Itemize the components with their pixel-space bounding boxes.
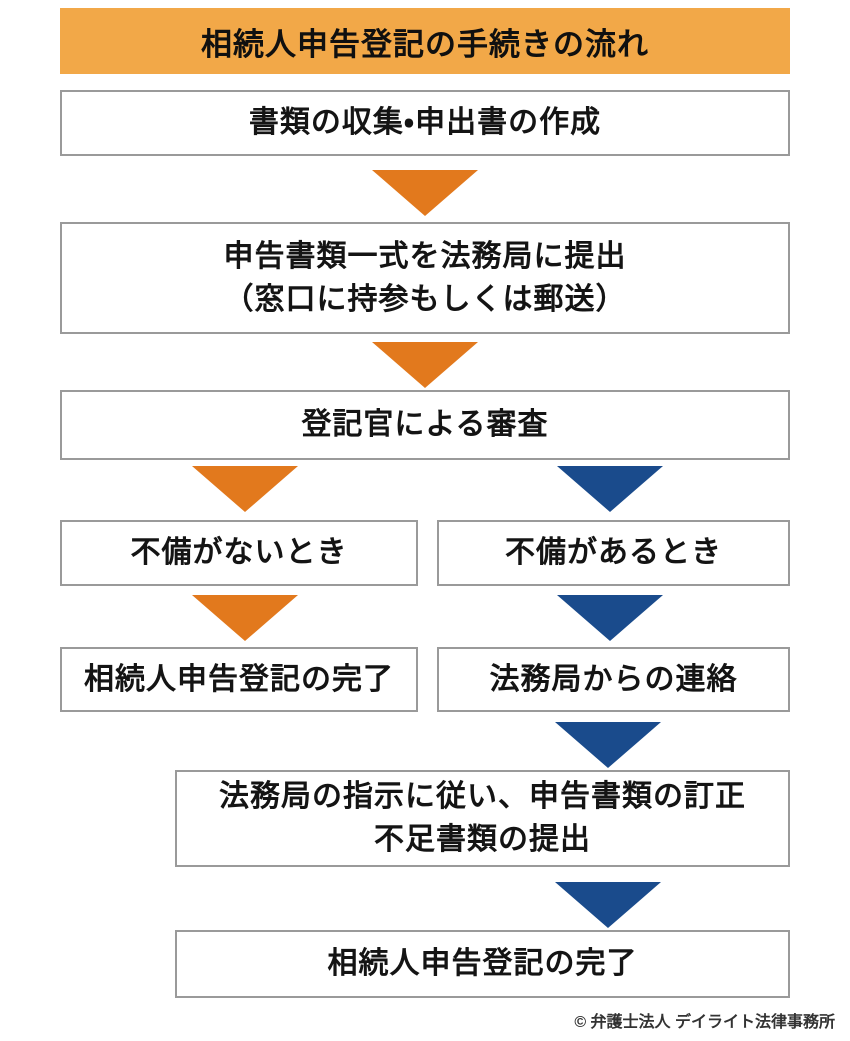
step-submit-documents-line2: （窓口に持参もしくは郵送） xyxy=(223,283,627,316)
branch-no-defect-label: 不備がないとき xyxy=(130,536,348,570)
step-fix-documents: 法務局の指示に従い、申告書類の訂正 不足書類の提出 xyxy=(175,770,790,867)
step-registration-complete-final-label: 相続人申告登記の完了 xyxy=(327,947,638,981)
step-bureau-contact: 法務局からの連絡 xyxy=(437,647,790,712)
arrow-collect-to-submit-icon xyxy=(372,170,478,216)
flowchart-title: 相続人申告登記の手続きの流れ xyxy=(60,8,790,74)
step-bureau-contact-label: 法務局からの連絡 xyxy=(489,662,738,696)
flowchart-title-label: 相続人申告登記の手続きの流れ xyxy=(201,26,649,62)
copyright-notice: © 弁護士法人 デイライト法律事務所 xyxy=(574,1008,835,1032)
step-registration-complete-left-label: 相続人申告登記の完了 xyxy=(84,662,394,696)
arrow-no-defect-to-complete-icon xyxy=(192,595,298,641)
step-submit-documents: 申告書類一式を法務局に提出 （窓口に持参もしくは郵送） xyxy=(60,222,790,334)
arrow-contact-to-fix-icon xyxy=(555,722,661,768)
step-collect-documents: 書類の収集・申出書の作成 xyxy=(60,90,790,156)
step-registration-complete-final: 相続人申告登記の完了 xyxy=(175,930,790,998)
step-submit-documents-line1: 申告書類一式を法務局に提出 xyxy=(223,239,627,273)
branch-no-defect: 不備がないとき xyxy=(60,520,418,586)
copyright-text: © 弁護士法人 デイライト法律事務所 xyxy=(574,1014,835,1031)
step-registrar-review: 登記官による審査 xyxy=(60,390,790,460)
arrow-review-to-defect-icon xyxy=(557,466,663,512)
arrow-review-to-no-defect-icon xyxy=(192,466,298,512)
step-fix-documents-line1: 法務局の指示に従い、申告書類の訂正 xyxy=(219,779,746,813)
arrow-submit-to-review-icon xyxy=(372,342,478,388)
step-registration-complete-left: 相続人申告登記の完了 xyxy=(60,647,418,712)
step-fix-documents-line2: 不足書類の提出 xyxy=(374,822,591,856)
arrow-fix-to-complete-icon xyxy=(555,882,661,928)
step-registrar-review-label: 登記官による審査 xyxy=(301,408,549,442)
arrow-defect-to-contact-icon xyxy=(557,595,663,641)
step-collect-documents-label: 書類の収集・申出書の作成 xyxy=(248,106,602,140)
branch-defect-label: 不備があるとき xyxy=(505,536,722,570)
branch-defect: 不備があるとき xyxy=(437,520,790,586)
